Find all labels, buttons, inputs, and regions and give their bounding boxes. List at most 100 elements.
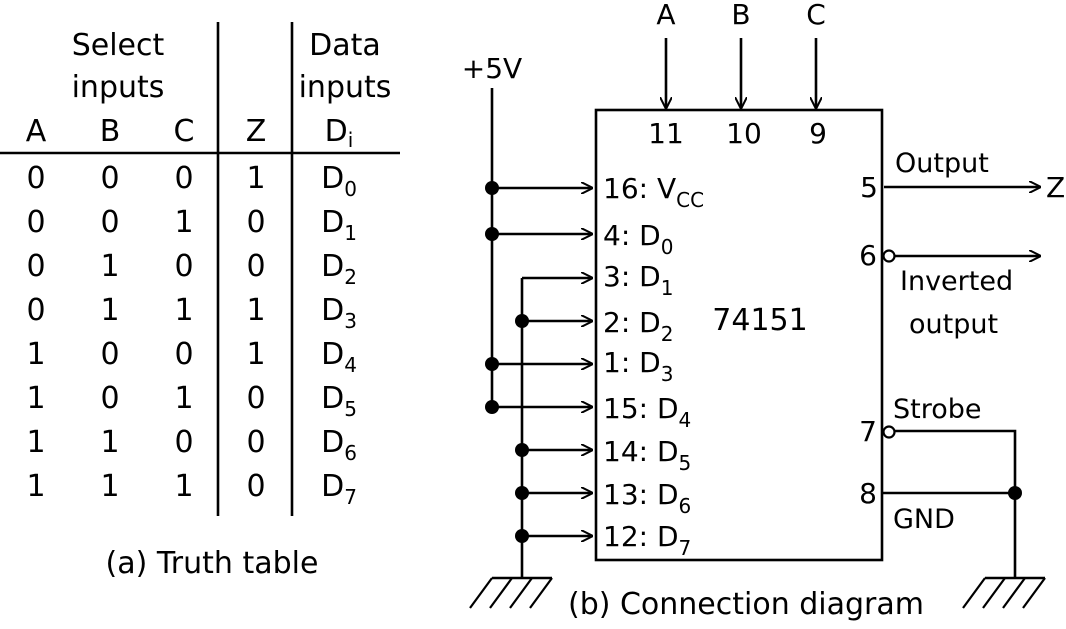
strobe-wire [895, 429, 1017, 578]
cell-z: 1 [246, 337, 265, 372]
cell-a: 0 [26, 249, 45, 284]
cell-d: D2 [321, 249, 357, 289]
pin-label-3-d1: 3: D1 [603, 260, 673, 300]
column-header-b: B [100, 114, 121, 149]
pin-label-13-d6: 13: D6 [603, 478, 691, 518]
ground-symbol-icon [962, 576, 1046, 609]
inverted-output-label-line2: output [909, 309, 998, 340]
cell-b: 1 [100, 249, 119, 284]
table-row: 0 1 0 0 D2 [26, 249, 356, 289]
cell-c: 1 [174, 469, 193, 504]
select-label-b: B [731, 0, 750, 31]
pin-label-14-d5: 14: D5 [603, 435, 691, 475]
data-header-line1: Data [309, 28, 381, 63]
cell-d: D7 [321, 469, 357, 509]
column-header-a: A [26, 114, 47, 149]
cell-z: 1 [246, 161, 265, 196]
pin-label-4-d0: 4: D0 [603, 219, 673, 259]
cell-a: 0 [26, 161, 45, 196]
cell-z: 1 [246, 293, 265, 328]
cell-d: D0 [321, 161, 357, 201]
cell-b: 1 [100, 425, 119, 460]
inverted-output-label-line1: Inverted [900, 266, 1013, 297]
junction-dot [485, 400, 499, 414]
pin-label-12-d7: 12: D7 [603, 520, 691, 560]
junction-dot [515, 443, 529, 457]
cell-a: 0 [26, 205, 45, 240]
column-header-z: Z [246, 114, 267, 149]
inversion-bubble [882, 249, 896, 263]
pin-9: 9 [809, 117, 827, 150]
diagram-caption: (b) Connection diagram [568, 587, 924, 622]
table-row: 1 1 0 0 D6 [26, 425, 356, 465]
supply-label: +5V [462, 52, 522, 85]
truth-table: Select inputs Data inputs A B C Z Di 0 0… [0, 22, 400, 581]
connection-diagram: 74151 A B C 11 10 9 +5V [462, 0, 1065, 622]
cell-z: 0 [246, 249, 265, 284]
cell-z: 0 [246, 425, 265, 460]
junction-dot [485, 357, 499, 371]
cell-d: D5 [321, 381, 357, 421]
junction-dot [1008, 486, 1022, 500]
pin-7: 7 [859, 415, 877, 448]
table-row: 0 0 0 1 D0 [26, 161, 356, 201]
cell-b: 0 [100, 161, 119, 196]
chip-74151 [594, 108, 884, 562]
cell-d: D3 [321, 293, 357, 333]
junction-dot [515, 529, 529, 543]
cell-b: 0 [100, 337, 119, 372]
strobe-bubble [882, 425, 896, 439]
pin-label-15-d4: 15: D4 [603, 392, 691, 432]
cell-z: 0 [246, 381, 265, 416]
pin-6: 6 [859, 239, 877, 272]
column-header-di: Di [325, 114, 354, 152]
select-header-line2: inputs [72, 70, 165, 105]
cell-c: 1 [174, 205, 193, 240]
cell-b: 0 [100, 381, 119, 416]
truth-table-caption: (a) Truth table [106, 546, 319, 581]
cell-b: 1 [100, 293, 119, 328]
pin-5: 5 [860, 171, 878, 204]
cell-b: 1 [100, 469, 119, 504]
cell-d: D1 [321, 205, 357, 245]
table-row: 1 1 1 0 D7 [26, 469, 356, 509]
cell-b: 0 [100, 205, 119, 240]
table-row: 1 0 1 0 D5 [26, 381, 356, 421]
junction-dot [515, 314, 529, 328]
junction-dot [515, 486, 529, 500]
cell-a: 1 [26, 381, 45, 416]
cell-z: 0 [246, 469, 265, 504]
ground-symbol-icon [469, 576, 553, 609]
pin-label-2-d2: 2: D2 [603, 306, 673, 346]
data-header-line2: inputs [299, 70, 392, 105]
pin-label-1-d3: 1: D3 [603, 346, 673, 386]
cell-z: 0 [246, 205, 265, 240]
output-label: Output [895, 148, 989, 179]
junction-dot [485, 181, 499, 195]
cell-a: 0 [26, 293, 45, 328]
cell-c: 0 [174, 249, 193, 284]
select-header-line1: Select [72, 28, 165, 63]
table-row: 0 1 1 1 D3 [26, 293, 356, 333]
select-label-c: C [806, 0, 826, 31]
column-header-c: C [174, 114, 195, 149]
pin-11: 11 [648, 117, 684, 150]
cell-c: 0 [174, 161, 193, 196]
cell-d: D4 [321, 337, 357, 377]
table-row: 1 0 0 1 D4 [26, 337, 356, 377]
cell-a: 1 [26, 469, 45, 504]
strobe-label: Strobe [893, 394, 982, 425]
table-row: 0 0 1 0 D1 [26, 205, 356, 245]
cell-c: 0 [174, 425, 193, 460]
chip-label: 74151 [712, 303, 807, 338]
pin-label-16-vcc: 16: VCC [603, 172, 704, 212]
cell-c: 1 [174, 381, 193, 416]
cell-c: 0 [174, 337, 193, 372]
junction-dot [485, 227, 499, 241]
gnd-label: GND [893, 504, 955, 535]
z-label: Z [1046, 171, 1065, 204]
pin-10: 10 [726, 117, 762, 150]
cell-d: D6 [321, 425, 357, 465]
